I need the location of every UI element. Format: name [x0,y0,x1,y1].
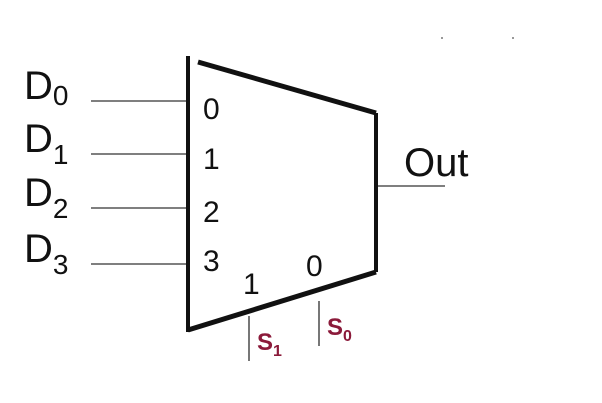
select-port-high: 1 [243,268,260,301]
select-label-s1: S1 [257,329,282,360]
port-number-1: 1 [203,143,220,176]
input-letter: D [24,64,53,108]
input-subscript: 0 [53,80,69,111]
input-label-d3: D3 [24,227,68,280]
port-number-3: 3 [203,245,220,278]
mux-bottom-edge [187,269,377,333]
input-letter: D [24,171,53,215]
input-subscript: 3 [53,249,69,280]
select-letter: S [327,314,343,341]
mux-top-edge [197,59,377,116]
input-label-d2: D2 [24,171,68,224]
select-subscript: 1 [273,343,282,360]
port-number-2: 2 [203,196,220,229]
select-port-low: 0 [306,250,323,283]
input-letter: D [24,117,53,161]
select-subscript: 0 [343,328,352,345]
port-number-0: 0 [203,93,220,126]
input-label-d1: D1 [24,117,68,170]
select-letter: S [257,329,273,356]
stray-dot [512,37,514,39]
input-letter: D [24,227,53,271]
output-label: Out [404,141,468,185]
stray-dot [441,37,443,39]
input-label-d0: D0 [24,64,68,111]
input-subscript: 2 [53,193,69,224]
select-label-s0: S0 [327,314,352,345]
input-subscript: 1 [53,139,69,170]
